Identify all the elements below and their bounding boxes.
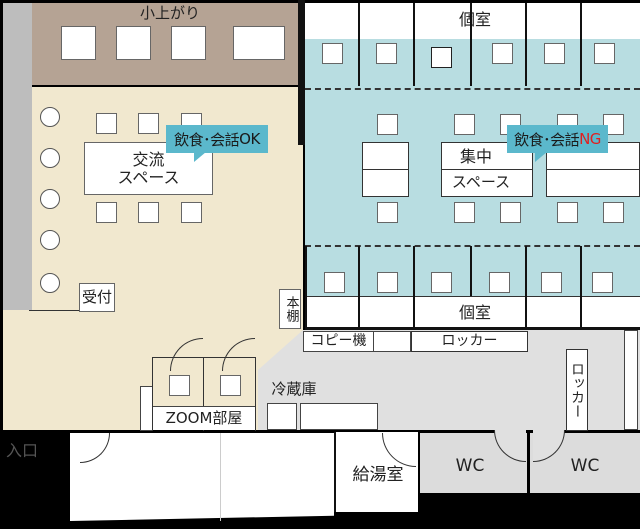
hall-divider xyxy=(220,433,221,521)
room-divider xyxy=(413,246,415,330)
chair xyxy=(220,375,241,396)
chair xyxy=(557,202,578,223)
fridge xyxy=(267,403,297,430)
desk xyxy=(362,142,409,170)
chair xyxy=(96,202,117,223)
chair xyxy=(138,113,159,134)
chair xyxy=(377,202,398,223)
room-divider xyxy=(413,3,415,86)
room-divider xyxy=(470,3,472,86)
private-rooms-top-band xyxy=(305,3,640,39)
bubble-ok-suffix: OK xyxy=(239,130,260,148)
copier-label: コピー機 xyxy=(303,331,374,352)
chair xyxy=(322,43,343,64)
locker-horizontal-label: ロッカー xyxy=(411,331,528,352)
private-room-bottom-label: 個室 xyxy=(458,302,491,322)
entrance-label: 入口 xyxy=(5,440,38,460)
private-room-top-label: 個室 xyxy=(458,9,491,29)
koagari-table xyxy=(171,26,206,60)
room-divider xyxy=(580,246,582,330)
chair xyxy=(376,43,397,64)
shuchu-line2: スペース xyxy=(451,173,511,192)
chair xyxy=(431,47,452,68)
koryu-line2: スペース xyxy=(117,168,180,187)
room-divider xyxy=(470,246,472,296)
counter xyxy=(300,403,378,430)
desk xyxy=(441,169,533,197)
room-divider xyxy=(525,246,527,330)
round-seat xyxy=(40,107,60,127)
round-seat xyxy=(40,230,60,250)
wc-1-label: WC xyxy=(455,456,485,477)
desk xyxy=(362,169,409,197)
cabinet xyxy=(373,331,411,352)
chair xyxy=(489,272,510,293)
chair xyxy=(594,43,615,64)
chair xyxy=(138,202,159,223)
round-seat xyxy=(40,273,60,293)
partition-top xyxy=(305,88,640,90)
room-divider xyxy=(358,3,360,86)
room-divider xyxy=(580,296,582,330)
room-divider xyxy=(358,296,360,330)
bubble-ng-suffix: NG xyxy=(579,130,601,148)
chair xyxy=(603,114,624,135)
desk xyxy=(546,169,640,197)
room-divider xyxy=(525,3,527,86)
room-divider xyxy=(580,3,582,86)
koryu-line1: 交流 xyxy=(132,149,165,169)
wc-2-label: WC xyxy=(570,456,600,477)
room-divider xyxy=(413,296,415,330)
partition-bottom xyxy=(305,245,640,247)
round-seat xyxy=(40,148,60,168)
koagari-table xyxy=(233,26,285,60)
chair xyxy=(592,272,613,293)
chair xyxy=(603,202,624,223)
chair xyxy=(500,202,521,223)
chair xyxy=(541,272,562,293)
reception-counter-line xyxy=(29,310,79,311)
shuchu-line1: 集中 xyxy=(459,146,492,166)
private-rooms-bottom-band xyxy=(305,296,640,330)
chair xyxy=(377,272,398,293)
bubble-ok-prefix: 飲食･会話 xyxy=(174,130,240,149)
kitchenette-label: 給湯室 xyxy=(352,465,404,486)
chair xyxy=(181,202,202,223)
zoom-room-label: ZOOM部屋 xyxy=(153,406,255,430)
chair xyxy=(324,272,345,293)
chair xyxy=(169,375,190,396)
chair xyxy=(492,43,513,64)
round-seat xyxy=(40,189,60,209)
wall xyxy=(305,246,307,330)
chair xyxy=(431,272,452,293)
chair xyxy=(454,114,475,135)
chair xyxy=(454,202,475,223)
chair xyxy=(96,113,117,134)
left-wall-strip xyxy=(3,3,32,310)
koryu-label: 交流スペース xyxy=(84,146,213,192)
room-divider xyxy=(358,246,360,330)
koagari-label: 小上がり xyxy=(139,4,200,23)
koagari-table xyxy=(116,26,151,60)
fridge-label: 冷蔵庫 xyxy=(271,380,317,399)
koagari-table xyxy=(61,26,96,60)
entrance-hall xyxy=(70,433,334,521)
locker-vertical-label: ロッカー xyxy=(566,349,588,431)
wall-cabinet xyxy=(624,330,638,430)
room-divider xyxy=(525,296,527,330)
chair xyxy=(544,43,565,64)
wall xyxy=(298,0,305,145)
chair xyxy=(377,114,398,135)
reception-label: 受付 xyxy=(79,283,115,312)
bookshelf-label: 本棚 xyxy=(279,289,301,329)
bubble-ng-prefix: 飲食･会話 xyxy=(514,130,580,149)
